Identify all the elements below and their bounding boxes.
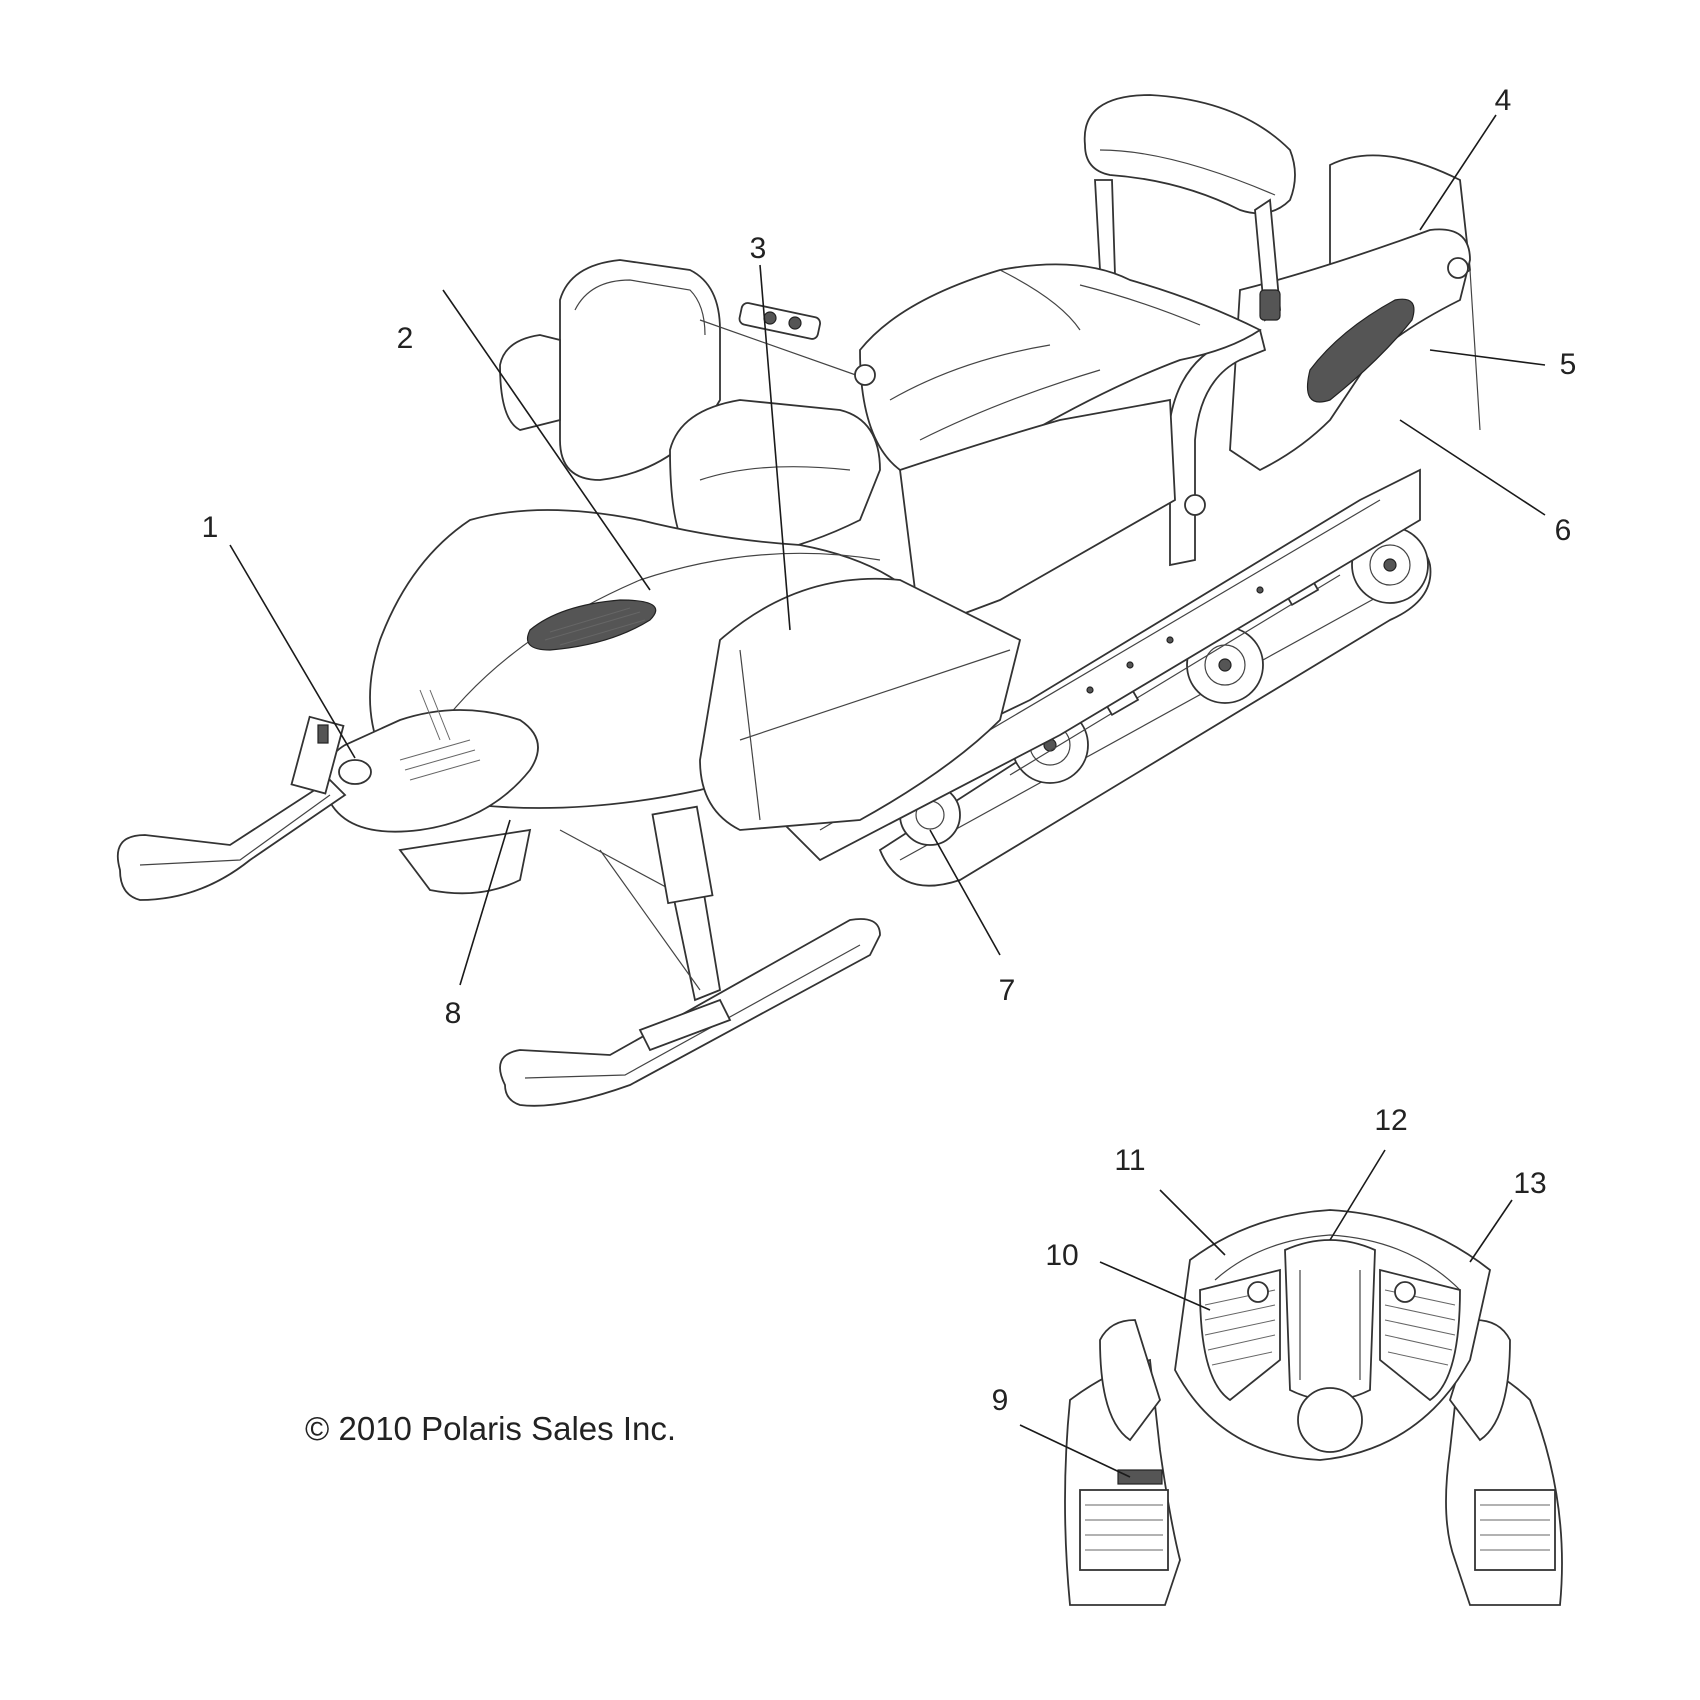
windshield <box>559 259 721 481</box>
side-panel <box>899 398 1176 632</box>
callout-13: 13 <box>1513 1167 1546 1200</box>
hood-vent <box>526 599 657 651</box>
callout-numbers: 1 2 3 4 5 6 7 8 9 10 11 12 13 <box>202 84 1577 1417</box>
front-center-vent <box>1284 1239 1376 1401</box>
callout-6: 6 <box>1555 514 1572 547</box>
right-ski <box>499 805 881 1107</box>
callout-1: 1 <box>202 511 219 544</box>
callout-2: 2 <box>397 322 414 355</box>
nose-vents <box>399 689 481 781</box>
callout-9: 9 <box>992 1384 1009 1417</box>
handlebar <box>699 302 876 386</box>
front-view-inset <box>1064 1209 1563 1606</box>
side-cowl <box>699 577 1022 831</box>
copyright-notice: © 2010 Polaris Sales Inc. <box>305 1410 676 1447</box>
callout-4: 4 <box>1495 84 1512 117</box>
callout-5: 5 <box>1560 348 1577 381</box>
front-bumper <box>323 709 539 833</box>
callout-11: 11 <box>1114 1144 1145 1177</box>
leader-lines <box>229 114 1546 1478</box>
callout-10: 10 <box>1045 1239 1078 1272</box>
callout-7: 7 <box>999 974 1016 1007</box>
callout-3: 3 <box>750 232 767 265</box>
snowmobile-side-view <box>116 94 1481 1107</box>
decal-9-location <box>1117 1469 1163 1485</box>
callout-8: 8 <box>445 997 462 1030</box>
left-ski <box>116 715 347 901</box>
right-hatched-panel <box>1379 1268 1461 1402</box>
passenger-backrest <box>1083 94 1296 215</box>
callout-12: 12 <box>1374 1104 1407 1137</box>
